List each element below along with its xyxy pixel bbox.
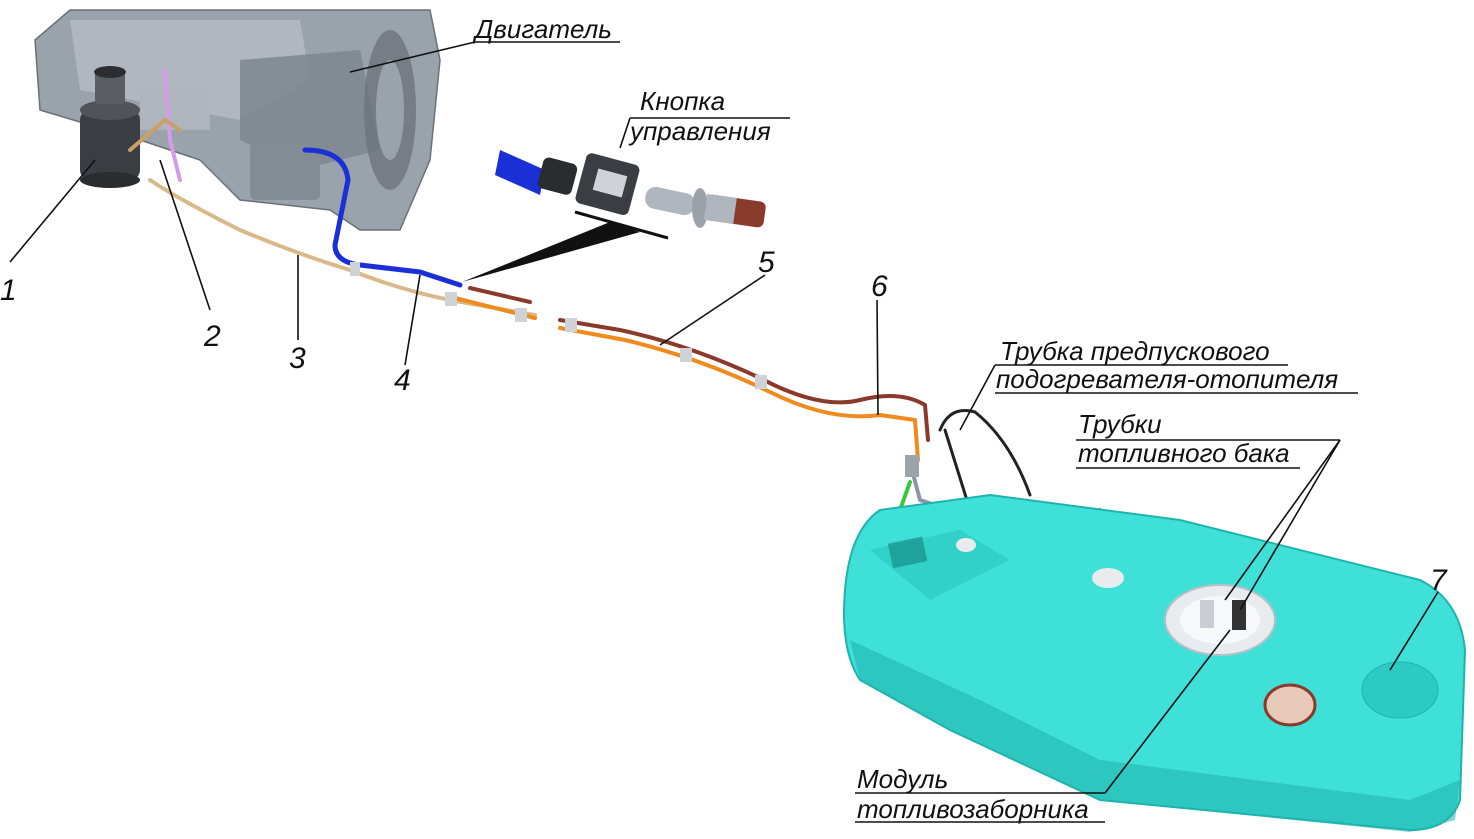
fuel-line-tan [148, 178, 537, 317]
label-engine: Двигатель [472, 14, 612, 44]
fuel-filter [80, 66, 140, 188]
callout-1: 1 [0, 274, 17, 307]
label-button-line2: управления [628, 116, 771, 146]
callout-7: 7 [1430, 564, 1448, 597]
label-module-line2: топливозаборника [857, 794, 1089, 824]
label-preheater-line2: подогревателя-отопителя [996, 364, 1338, 394]
label-preheater-line1: Трубка предпускового [1000, 336, 1270, 366]
callout-4: 4 [394, 364, 411, 397]
quick-connector-illustration [462, 150, 766, 282]
fuel-line-brown [468, 286, 930, 442]
fuel-line-orange [453, 296, 920, 462]
fuel-line-pink [163, 68, 182, 182]
engine-illustration [34, 9, 441, 231]
number-callouts: 1 2 3 4 5 6 7 [0, 246, 1448, 597]
callout-labels: Двигатель Кнопка управления Трубка предп… [472, 14, 1338, 824]
callout-3: 3 [289, 342, 306, 375]
leader-lines [9, 41, 1439, 823]
label-button-line1: Кнопка [640, 86, 725, 116]
callout-5: 5 [758, 246, 775, 279]
fuel-tank [843, 493, 1467, 832]
label-tank-tubes-line2: топливного бака [1078, 438, 1290, 468]
callout-2: 2 [203, 320, 221, 353]
callout-6: 6 [871, 270, 888, 303]
label-tank-tubes-line1: Трубки [1078, 409, 1162, 439]
label-module-line1: Модуль [857, 764, 948, 794]
